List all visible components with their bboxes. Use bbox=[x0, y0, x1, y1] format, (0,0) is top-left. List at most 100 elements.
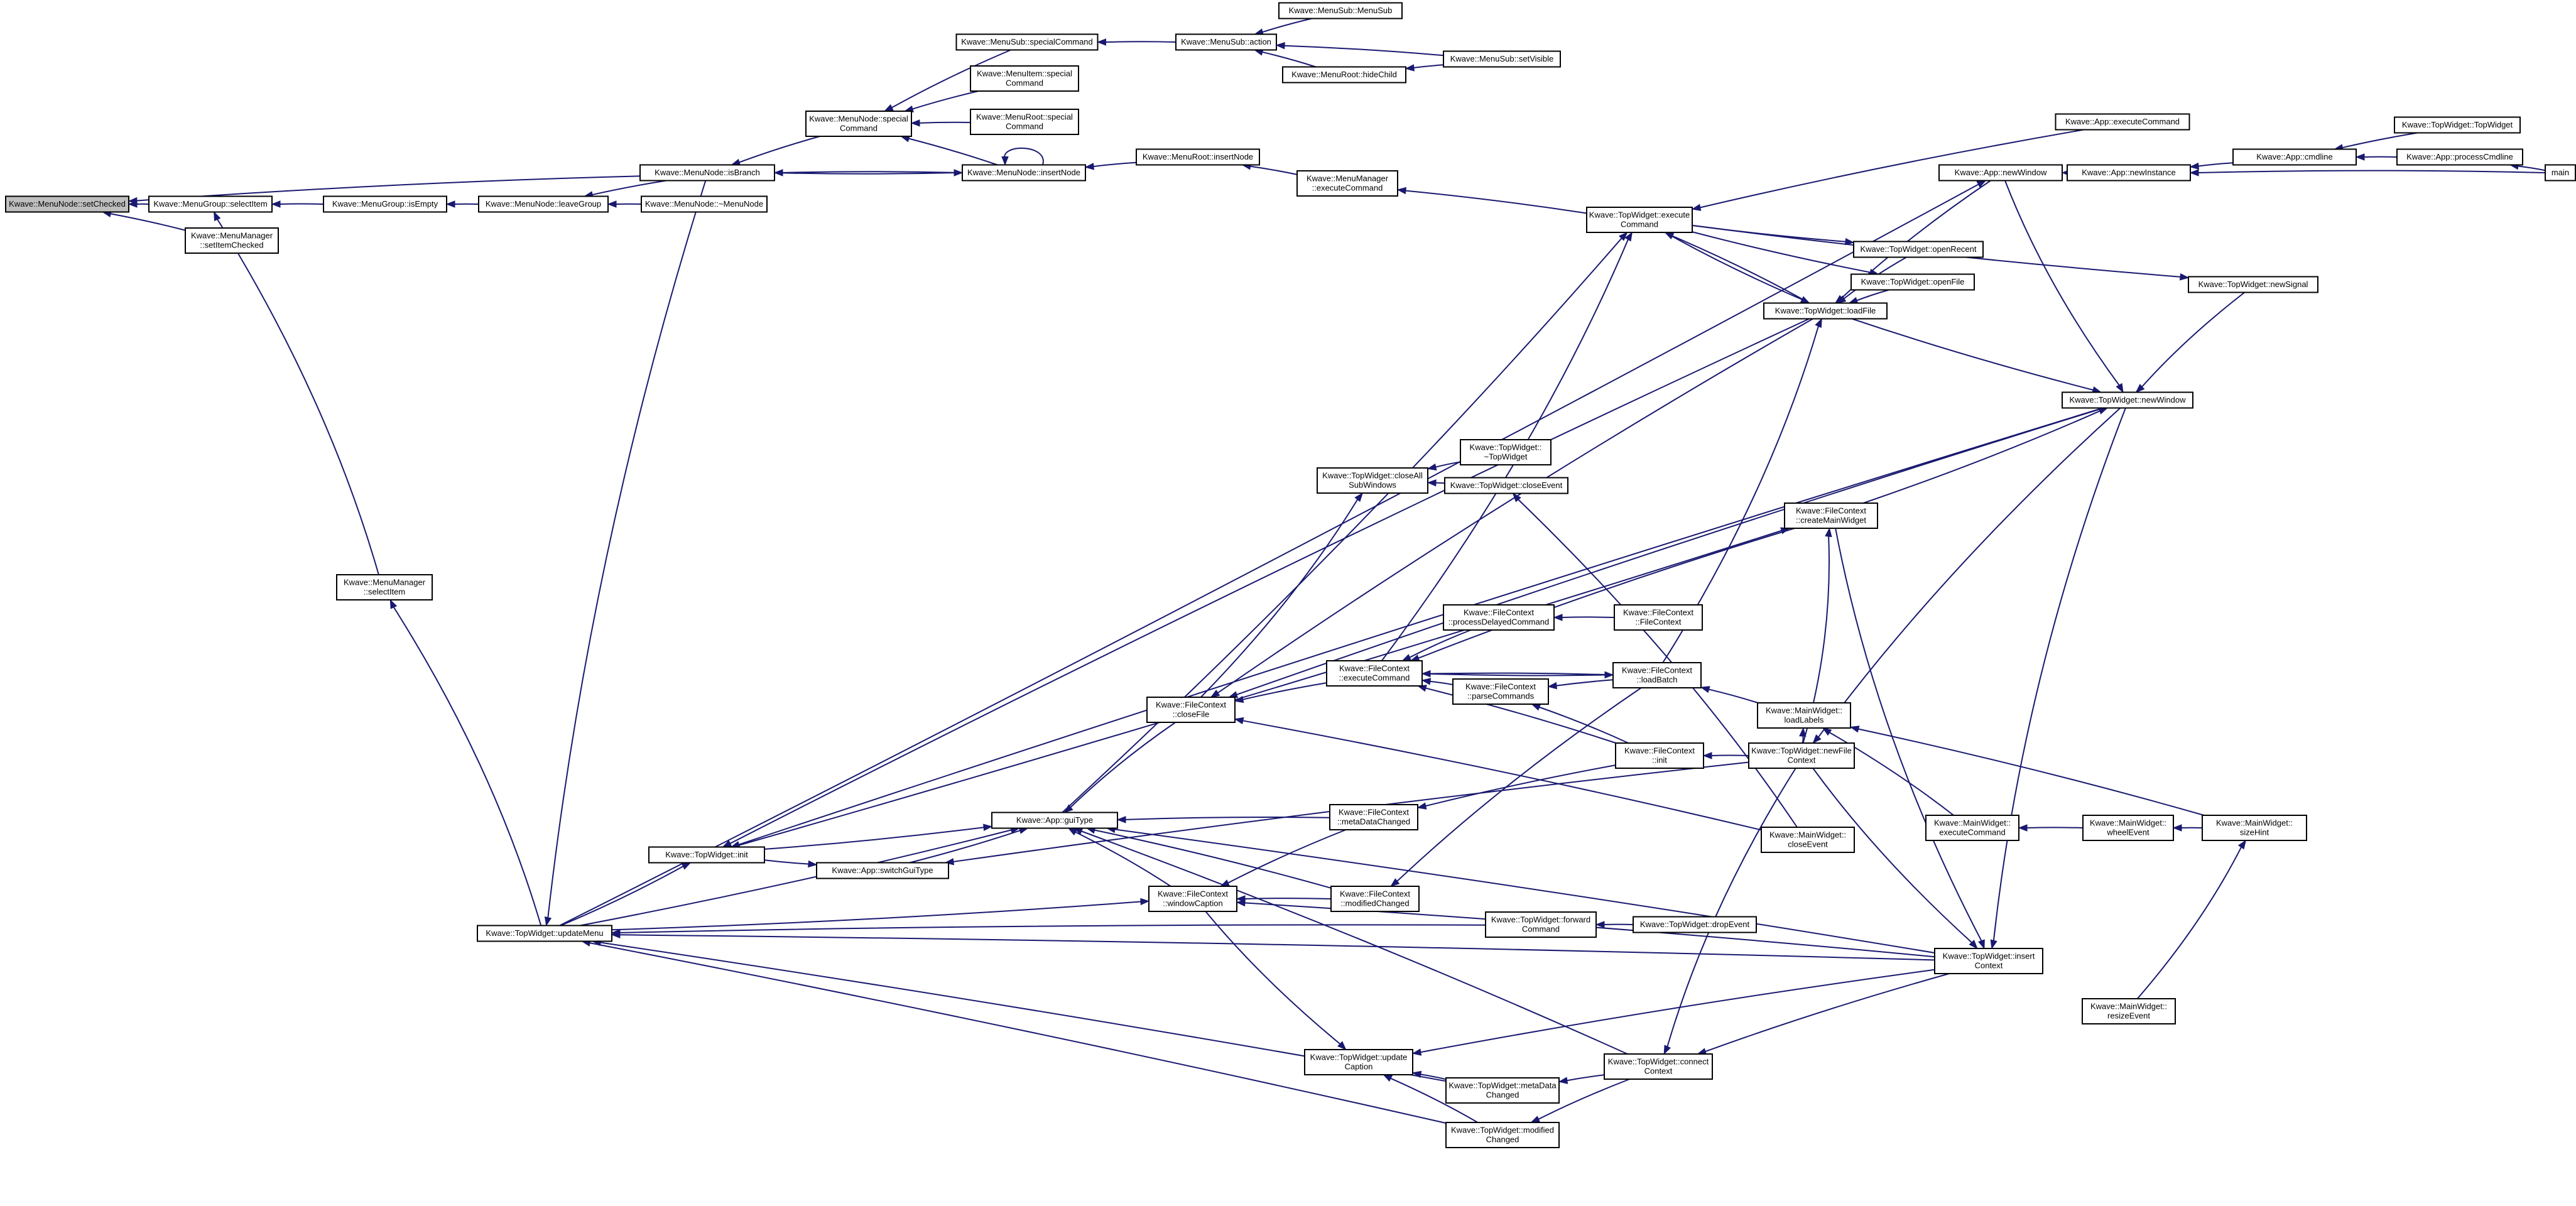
node-box bbox=[336, 574, 433, 600]
node-mi-special-command[interactable]: Kwave::MenuItem::specialCommand bbox=[970, 65, 1079, 92]
edge-tw-drop-event-to-tw-forward-command bbox=[1595, 921, 1634, 928]
node-tw-meta-data-changed[interactable]: Kwave::TopWidget::metaDataChanged bbox=[1445, 1077, 1560, 1104]
node-mm-execute-command[interactable]: Kwave::MenuManager::executeCommand bbox=[1296, 170, 1398, 197]
node-main[interactable]: main bbox=[2545, 164, 2576, 182]
node-mn-leave-group[interactable]: Kwave::MenuNode::leaveGroup bbox=[478, 195, 609, 213]
node-box bbox=[2232, 148, 2357, 166]
edge-mw-load-labels-to-fc-load-batch bbox=[1700, 686, 1759, 704]
node-label: Kwave::MainWidget:: bbox=[1769, 830, 1846, 840]
node-ms-special-command[interactable]: Kwave::MenuSub::specialCommand bbox=[955, 33, 1099, 51]
node-mw-size-hint[interactable]: Kwave::MainWidget::sizeHint bbox=[2202, 815, 2307, 841]
node-label: ~TopWidget bbox=[1484, 452, 1527, 462]
node-mg-is-empty[interactable]: Kwave::MenuGroup::isEmpty bbox=[323, 195, 447, 213]
node-mm-set-item-checked[interactable]: Kwave::MenuManager::setItemChecked bbox=[185, 227, 279, 254]
node-fc-load-batch[interactable]: Kwave::FileContext::loadBatch bbox=[1612, 662, 1702, 688]
node-box bbox=[1925, 815, 2019, 841]
node-fc-execute-command[interactable]: Kwave::FileContext::executeCommand bbox=[1326, 660, 1423, 687]
edge-tw-dtor-to-tw-close-all-sub-windows bbox=[1427, 461, 1461, 471]
node-label: Kwave::TopWidget::TopWidget bbox=[2402, 120, 2513, 129]
edge-tw-new-file-context-to-tw-connect-context bbox=[1663, 768, 1796, 1055]
node-box bbox=[1938, 164, 2063, 182]
node-mw-close-event[interactable]: Kwave::MainWidget::closeEvent bbox=[1761, 827, 1855, 853]
node-tw-execute-command[interactable]: Kwave::TopWidget::executeCommand bbox=[1586, 207, 1693, 233]
node-label: Changed bbox=[1486, 1135, 1519, 1144]
edge-mw-close-event-to-tw-close-event bbox=[1512, 492, 1798, 828]
node-label: Kwave::TopWidget::forward bbox=[1491, 915, 1590, 925]
node-tw-update-menu[interactable]: Kwave::TopWidget::updateMenu bbox=[477, 925, 612, 942]
node-ms-action[interactable]: Kwave::MenuSub::action bbox=[1175, 33, 1277, 51]
node-app-switch-gui-type[interactable]: Kwave::App::switchGuiType bbox=[816, 862, 949, 879]
node-mn-special-command[interactable]: Kwave::MenuNode::specialCommand bbox=[805, 111, 912, 137]
node-label: Kwave::MenuManager bbox=[1307, 174, 1389, 183]
node-box bbox=[970, 65, 1079, 92]
node-set-checked[interactable]: Kwave::MenuNode::setChecked bbox=[5, 195, 129, 213]
node-mr-insert-node[interactable]: Kwave::MenuRoot::insertNode bbox=[1136, 148, 1260, 166]
node-fc-parse-commands[interactable]: Kwave::FileContext::parseCommands bbox=[1452, 678, 1549, 705]
node-app-gui-type[interactable]: Kwave::App::guiType bbox=[991, 812, 1118, 829]
edge-fc-execute-command-to-fc-close-file bbox=[1234, 682, 1327, 704]
node-label: Kwave::TopWidget::newWindow bbox=[2070, 395, 2187, 405]
node-app-new-instance[interactable]: Kwave::App::newInstance bbox=[2067, 164, 2191, 182]
node-fc-create-main-widget[interactable]: Kwave::FileContext::createMainWidget bbox=[1784, 503, 1878, 529]
node-tw-modified-changed[interactable]: Kwave::TopWidget::modifiedChanged bbox=[1445, 1122, 1560, 1148]
edge-tw-new-file-context-to-tw-insert-context bbox=[1812, 768, 1978, 950]
node-label: Kwave::FileContext bbox=[1339, 664, 1410, 673]
node-app-execute-command[interactable]: Kwave::App::executeCommand bbox=[2055, 113, 2190, 131]
node-mn-insert-node[interactable]: Kwave::MenuNode::insertNode bbox=[962, 164, 1086, 182]
node-app-process-cmdline[interactable]: Kwave::App::processCmdline bbox=[2396, 148, 2523, 166]
node-tw-top-widget[interactable]: Kwave::TopWidget::TopWidget bbox=[2394, 116, 2521, 134]
node-mr-hide-child[interactable]: Kwave::MenuRoot::hideChild bbox=[1282, 66, 1406, 84]
node-mm-select-item[interactable]: Kwave::MenuManager::selectItem bbox=[336, 574, 433, 600]
node-tw-new-signal[interactable]: Kwave::TopWidget::newSignal bbox=[2188, 276, 2318, 293]
node-app-new-window[interactable]: Kwave::App::newWindow bbox=[1938, 164, 2063, 182]
node-tw-drop-event[interactable]: Kwave::TopWidget::dropEvent bbox=[1633, 916, 1757, 933]
edge-mr-special-command-to-mn-special-command bbox=[910, 119, 971, 127]
edge-app-new-window-to-tw-new-window bbox=[2004, 180, 2124, 393]
edge-tw-new-window-to-tw-init bbox=[730, 407, 2104, 848]
node-tw-open-file[interactable]: Kwave::TopWidget::openFile bbox=[1850, 273, 1975, 291]
node-label: Kwave::TopWidget::openRecent bbox=[1861, 244, 1977, 254]
edge-mn-insert-node-to-mn-insert-node bbox=[1001, 148, 1044, 166]
edge-fc-create-main-widget-to-tw-insert-context bbox=[1835, 528, 1985, 950]
edge-mw-execute-command-to-mw-load-labels bbox=[1822, 727, 1954, 816]
node-ms-set-visible[interactable]: Kwave::MenuSub::setVisible bbox=[1443, 50, 1561, 68]
node-label: Kwave::TopWidget::insert bbox=[1943, 952, 2035, 961]
node-box bbox=[1604, 1053, 1713, 1080]
node-tw-new-window[interactable]: Kwave::TopWidget::newWindow bbox=[2062, 391, 2193, 409]
node-mw-load-labels[interactable]: Kwave::MainWidget::loadLabels bbox=[1757, 702, 1851, 729]
node-tw-open-recent[interactable]: Kwave::TopWidget::openRecent bbox=[1853, 241, 1984, 258]
edge-fc-window-caption-to-app-gui-type bbox=[1067, 827, 1171, 887]
node-fc-process-delayed-command[interactable]: Kwave::FileContext::processDelayedComman… bbox=[1443, 604, 1555, 631]
node-tw-load-file[interactable]: Kwave::TopWidget::loadFile bbox=[1763, 302, 1888, 320]
node-mn-is-branch[interactable]: Kwave::MenuNode::isBranch bbox=[639, 164, 775, 182]
node-mw-execute-command[interactable]: Kwave::MainWidget::executeCommand bbox=[1925, 815, 2019, 841]
node-mw-resize-event[interactable]: Kwave::MainWidget::resizeEvent bbox=[2082, 998, 2176, 1024]
node-box bbox=[1934, 948, 2043, 974]
node-tw-dtor[interactable]: Kwave::TopWidget::~TopWidget bbox=[1460, 439, 1552, 465]
node-tw-init[interactable]: Kwave::TopWidget::init bbox=[648, 846, 765, 864]
node-label: Kwave::MainWidget:: bbox=[1766, 706, 1842, 715]
node-fc-window-caption[interactable]: Kwave::FileContext::windowCaption bbox=[1148, 886, 1237, 912]
node-fc-init[interactable]: Kwave::FileContext::init bbox=[1615, 742, 1704, 769]
node-fc-close-file[interactable]: Kwave::FileContext::closeFile bbox=[1146, 697, 1236, 723]
edge-tw-new-file-context-to-mw-load-labels bbox=[1799, 727, 1807, 744]
node-tw-close-event[interactable]: Kwave::TopWidget::closeEvent bbox=[1444, 477, 1568, 494]
node-box bbox=[991, 812, 1118, 829]
node-mn-dtor[interactable]: Kwave::MenuNode::~MenuNode bbox=[641, 195, 768, 213]
node-app-cmdline[interactable]: Kwave::App::cmdline bbox=[2232, 148, 2357, 166]
node-mg-select-item[interactable]: Kwave::MenuGroup::selectItem bbox=[148, 195, 273, 213]
node-mw-wheel-event[interactable]: Kwave::MainWidget::wheelEvent bbox=[2082, 815, 2174, 841]
node-fc-file-context[interactable]: Kwave::FileContext::FileContext bbox=[1614, 604, 1703, 631]
node-ms-menu-sub[interactable]: Kwave::MenuSub::MenuSub bbox=[1278, 2, 1403, 19]
node-fc-modified-changed[interactable]: Kwave::FileContext::modifiedChanged bbox=[1330, 886, 1420, 912]
node-fc-meta-data-changed[interactable]: Kwave::FileContext::metaDataChanged bbox=[1329, 804, 1418, 830]
node-box bbox=[1757, 702, 1851, 729]
node-mr-special-command[interactable]: Kwave::MenuRoot::specialCommand bbox=[970, 109, 1079, 135]
node-label: Kwave::MenuSub::setVisible bbox=[1450, 54, 1554, 63]
